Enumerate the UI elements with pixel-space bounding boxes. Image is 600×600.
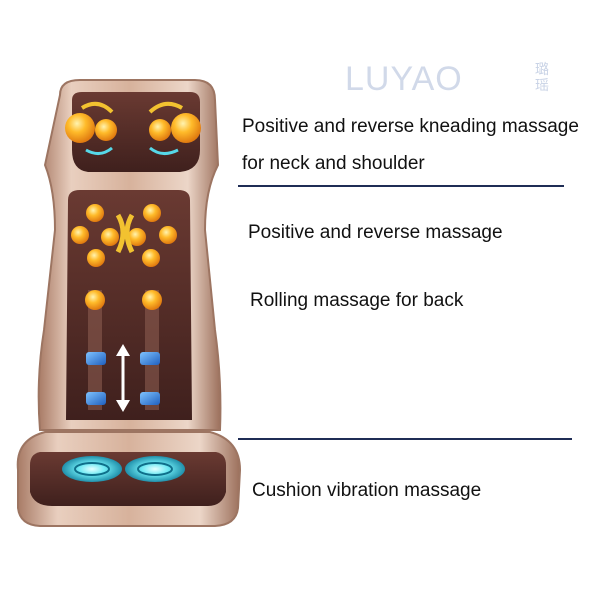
node-roll-left [85,290,105,310]
node-back-r1 [143,204,161,222]
blue-roller-r1 [140,352,160,365]
seat-panel [30,452,226,506]
neck-rotate-arrow-low-right-icon [149,146,179,155]
neck-kneading-nodes [65,101,201,155]
rolling-nodes [85,290,162,410]
blue-roller-r2 [140,392,160,405]
neck-rotate-arrow-low-left-icon [85,146,113,155]
vibration-pad-right-icon [125,456,185,482]
node-back-l4 [87,249,105,267]
neck-rotate-arrow-left-icon [80,101,114,114]
neck-rotate-arrow-right-icon [148,101,184,114]
back-kneading-nodes [71,204,177,267]
back-rotate-arrow-right-icon [124,213,135,254]
label-rolling-back: Rolling massage for back [250,290,464,311]
node-back-l1 [86,204,104,222]
brand-logo-cn: 璐瑶 [535,62,549,94]
label-neck-line1: Positive and reverse kneading massage [242,116,579,137]
up-arrow-icon [116,344,130,356]
blue-roller-l1 [86,352,106,365]
node-back-l3 [101,228,119,246]
node-neck-1 [65,113,95,143]
node-back-l2 [71,226,89,244]
blue-roller-l2 [86,392,106,405]
node-neck-3 [149,119,171,141]
node-neck-4 [171,113,201,143]
vibration-pad-left-icon [62,456,122,482]
node-back-r2 [128,228,146,246]
node-back-r3 [159,226,177,244]
divider-top [238,185,564,187]
vibration-pad-left-ring [74,462,110,476]
roller-track-left [88,290,102,410]
roller-track-right [145,290,159,410]
down-arrow-icon [116,400,130,412]
brand-logo: LUYAO [345,60,463,98]
divider-bottom [238,438,572,440]
vibration-pad-right-ring [137,462,173,476]
blue-rollers [86,344,160,412]
node-back-r4 [142,249,160,267]
vibration-pads [62,456,185,482]
node-neck-2 [95,119,117,141]
label-positive-reverse: Positive and reverse massage [248,222,503,243]
node-roll-right [142,290,162,310]
label-neck-line2: for neck and shoulder [242,153,425,174]
back-rotate-arrow-left-icon [115,213,126,254]
label-cushion-vibration: Cushion vibration massage [252,480,482,501]
